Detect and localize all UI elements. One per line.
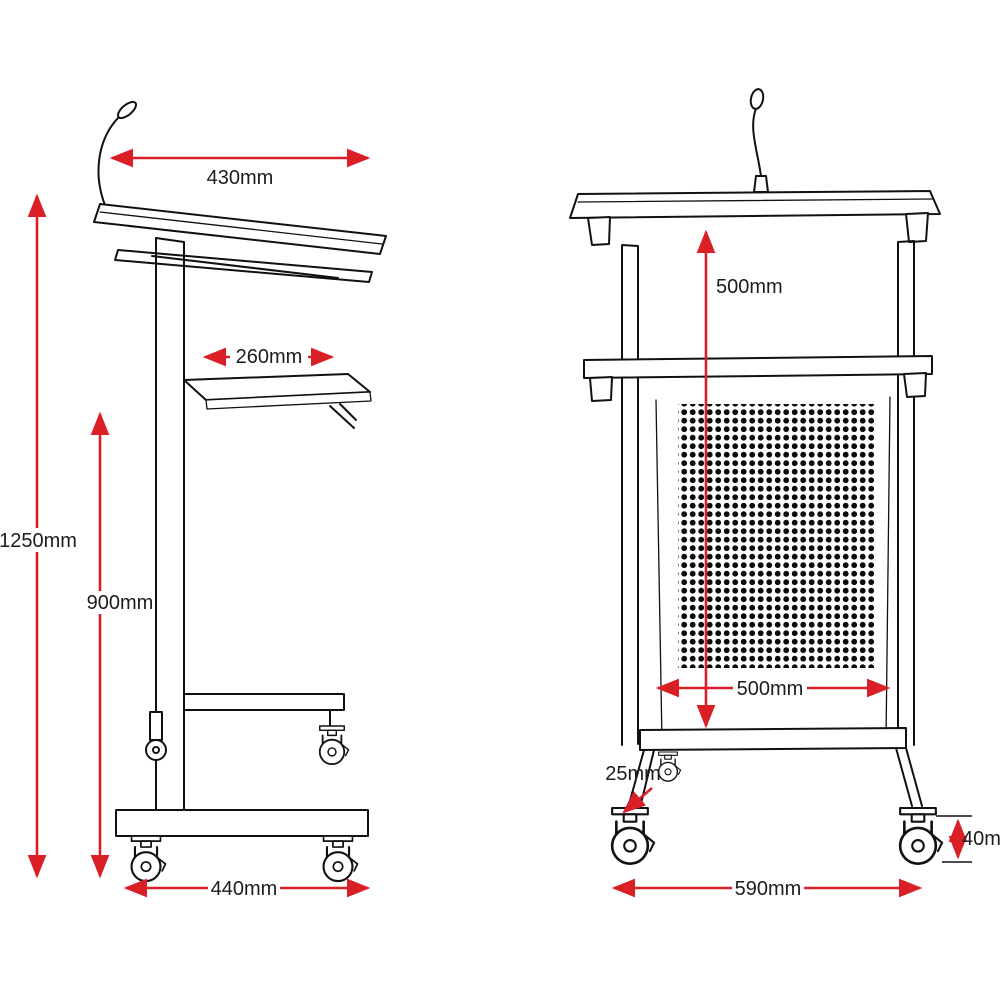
dim-label-side-shelf-height: 900mm xyxy=(87,592,154,614)
dim-side-total-height: 1250mm xyxy=(0,193,77,879)
dim-label-front-panel-width: 500mm xyxy=(737,678,804,700)
caster-wheel xyxy=(610,806,656,865)
dim-label-side-top-width: 430mm xyxy=(207,167,274,189)
middle-shelf-side xyxy=(183,373,372,429)
dim-label-front-base-width: 590mm xyxy=(735,878,802,900)
caster-wheel xyxy=(898,806,944,865)
dim-front-base-width: 590mm xyxy=(611,877,923,900)
front-view xyxy=(569,88,944,865)
microphone-side-icon xyxy=(97,100,138,217)
lower-support-side xyxy=(145,693,350,766)
dim-label-front-top-to-shelf: 500mm xyxy=(716,276,783,298)
reading-desk-side xyxy=(93,203,387,283)
base-side xyxy=(115,809,369,883)
dim-label-side-total-height: 1250mm xyxy=(0,530,77,552)
top-board-front xyxy=(569,190,941,246)
bottom-frame-front xyxy=(610,727,944,865)
dim-side-shelf-depth: 260mm xyxy=(202,345,335,368)
dim-front-top-to-shelf: 500mm xyxy=(696,229,783,729)
caster-wheel xyxy=(322,834,359,883)
caster-wheel xyxy=(657,751,682,782)
dimensions: 430mm 260mm 1250mm 900mm 440mm xyxy=(0,148,1000,900)
dim-front-panel-width: 500mm xyxy=(655,677,891,700)
dim-label-front-caster-offset: 25mm xyxy=(605,763,661,785)
caster-wheel xyxy=(318,725,350,766)
posts-front xyxy=(621,240,915,746)
microphone-front-icon xyxy=(749,88,769,193)
side-view xyxy=(93,100,387,883)
dim-front-caster-offset: 25mm xyxy=(605,763,661,814)
dim-label-side-shelf-depth: 260mm xyxy=(236,346,303,368)
dim-side-top-width: 430mm xyxy=(109,148,371,189)
dim-label-front-caster-height: 40mm xyxy=(962,828,1000,850)
middle-shelf-front xyxy=(583,355,933,402)
dim-side-shelf-height: 900mm xyxy=(85,411,155,879)
dim-side-base-depth: 440mm xyxy=(123,877,371,900)
dim-front-caster-height: 40mm xyxy=(936,815,1000,863)
caster-wheel xyxy=(130,834,167,883)
dim-label-side-base-depth: 440mm xyxy=(211,878,278,900)
